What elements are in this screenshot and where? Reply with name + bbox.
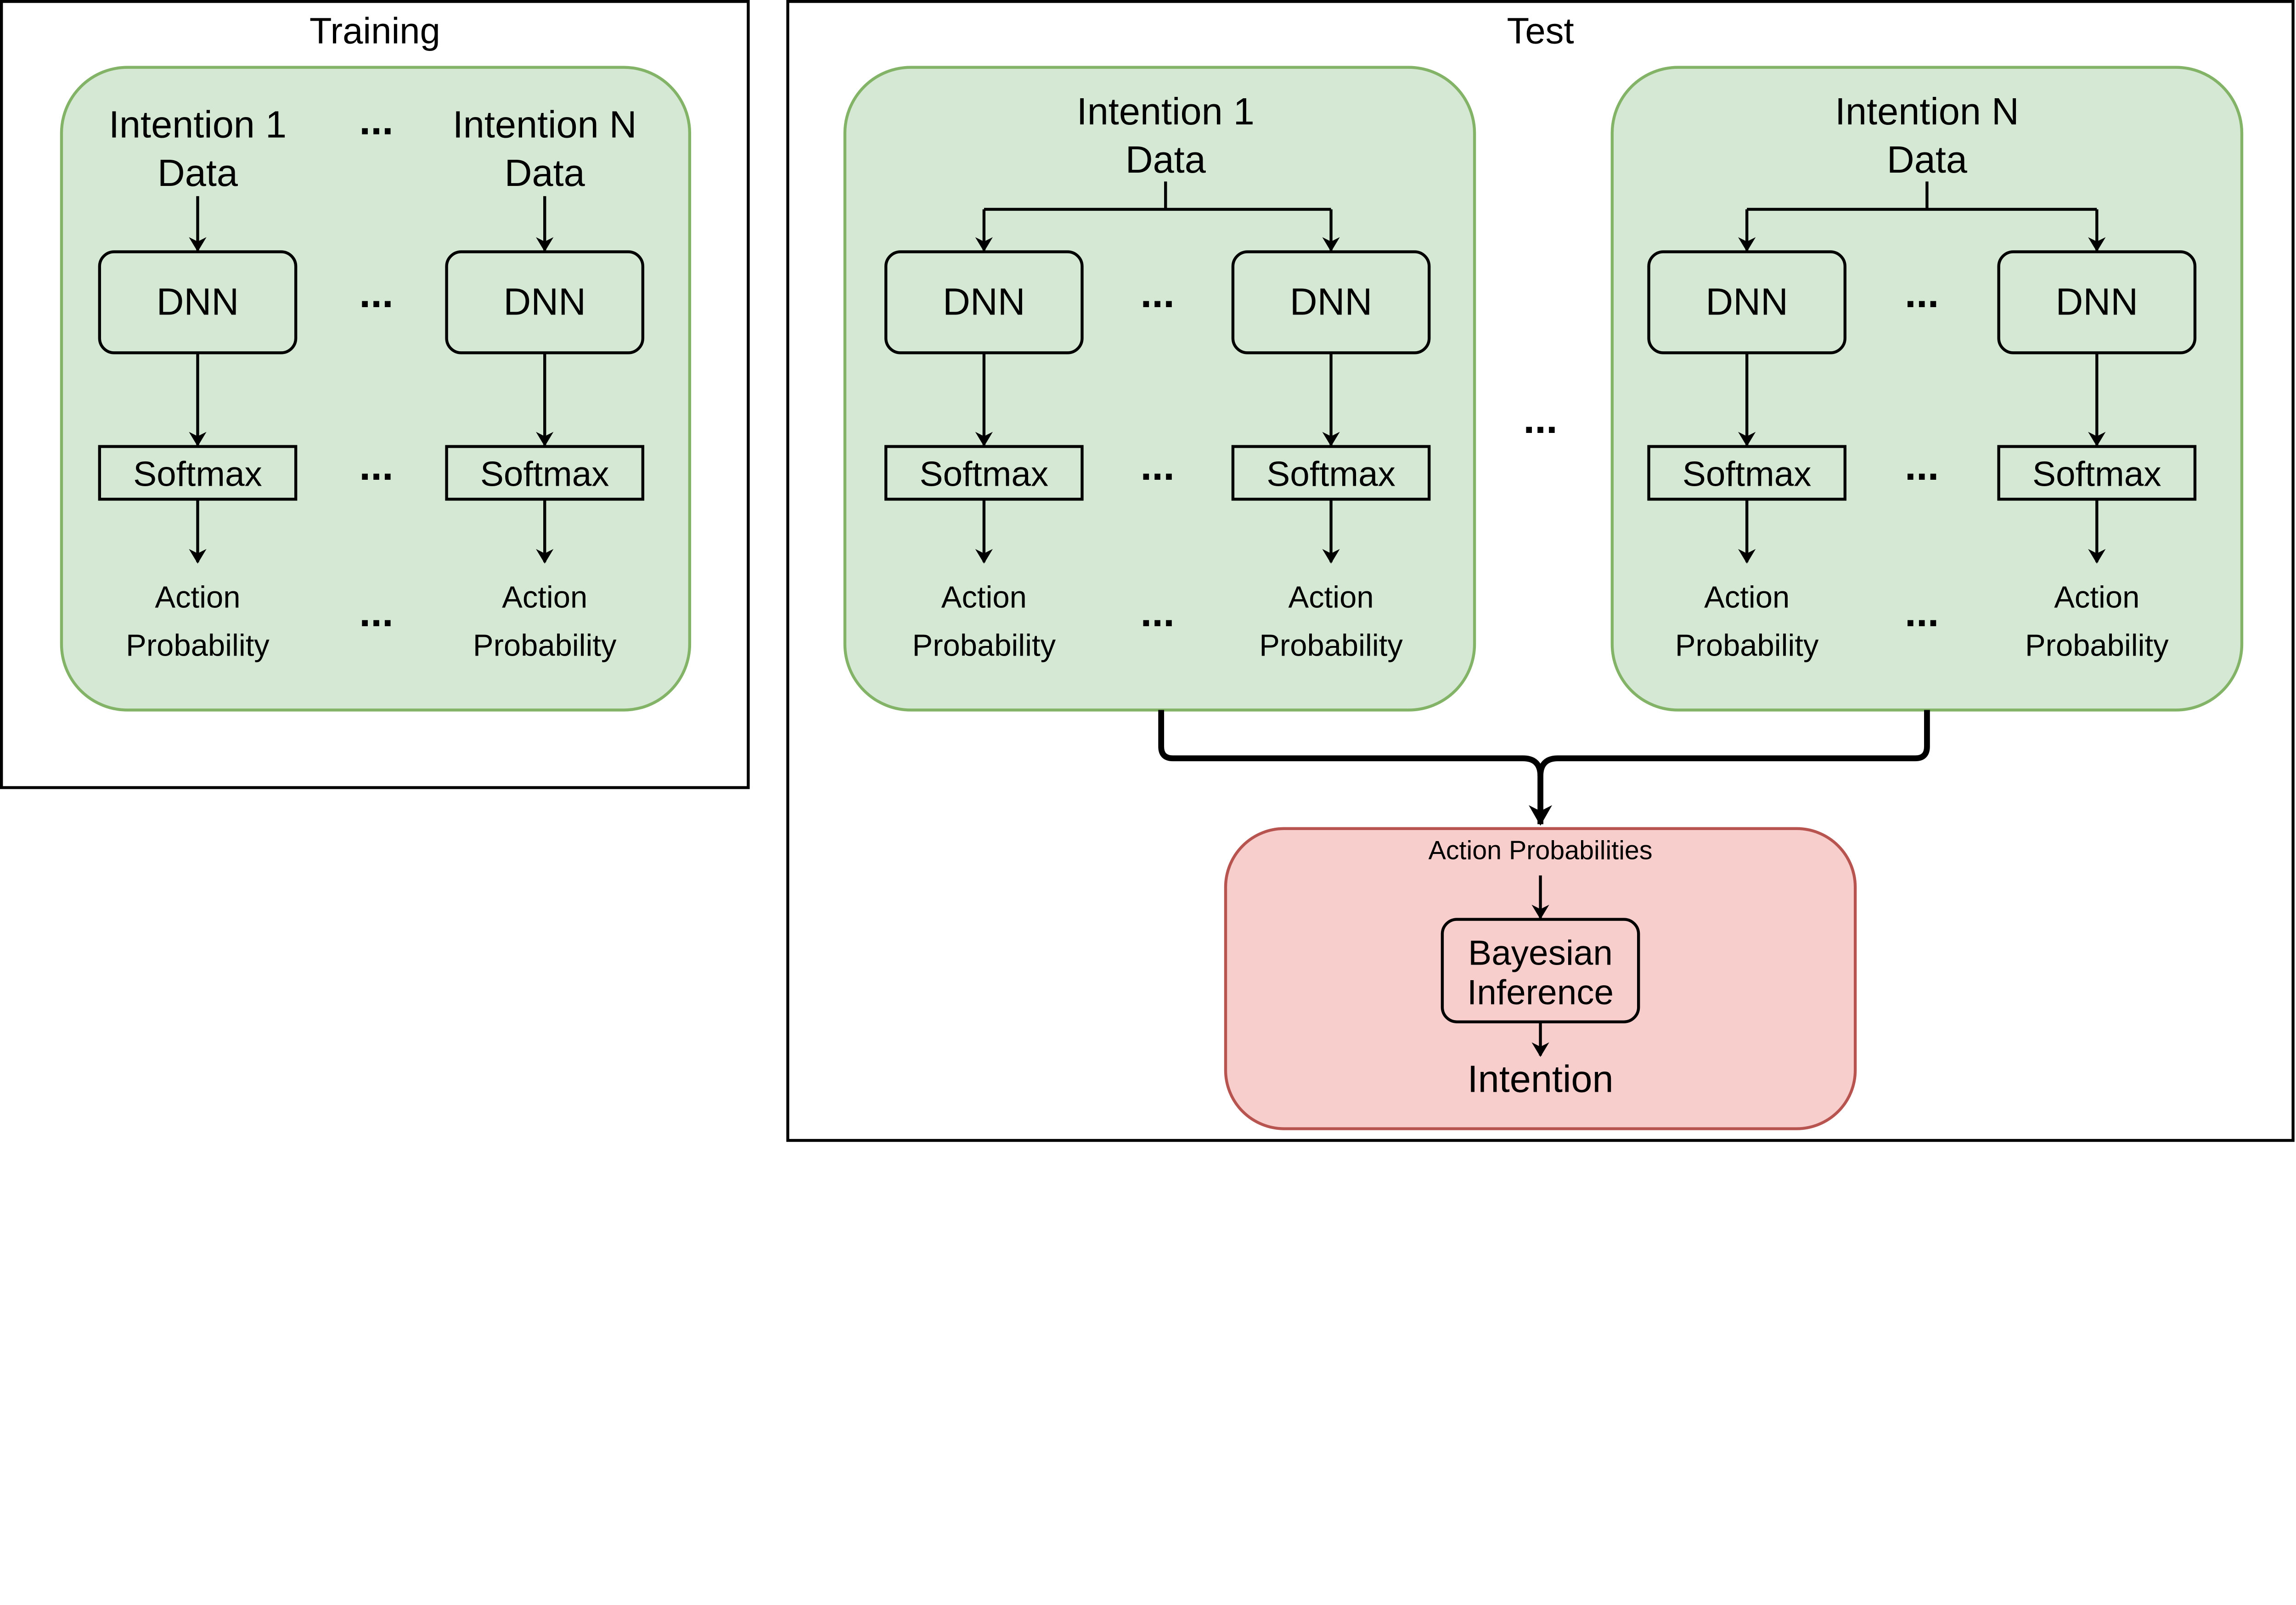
data-label: Data [158, 152, 238, 194]
branch-connector [1747, 181, 2097, 211]
intention-output-label: Intention [1468, 1058, 1614, 1100]
softmax-label: Softmax [1683, 455, 1812, 494]
ellipsis: ... [1141, 443, 1175, 488]
action-probability-label: Probability [912, 629, 1056, 663]
dnn-label: DNN [1290, 280, 1373, 323]
softmax-box [1647, 445, 1847, 501]
ellipsis: ... [359, 443, 393, 488]
softmax-label: Softmax [133, 455, 262, 494]
test-title: Test [1507, 10, 1574, 51]
action-probability-label: Action [941, 580, 1027, 615]
action-probability-label: Action [2054, 580, 2139, 615]
action-probability-label: Action [1704, 580, 1790, 615]
group-ellipsis: ... [1523, 396, 1557, 442]
ellipsis: ... [1905, 589, 1939, 635]
action-probability-label: Probability [2025, 629, 2169, 663]
ellipsis: ... [1905, 270, 1939, 316]
softmax-box [1231, 445, 1431, 501]
data-label: Data [1125, 138, 1206, 181]
branch-connector [984, 181, 1331, 211]
merge-connector-right [1537, 710, 1930, 776]
softmax-label: Softmax [2032, 455, 2161, 494]
dnn-label: DNN [503, 280, 586, 323]
softmax-label: Softmax [1266, 455, 1396, 494]
action-probabilities-label: Action Probabilities [1429, 836, 1653, 865]
training-group [60, 66, 692, 712]
softmax-label: Softmax [920, 455, 1049, 494]
ellipsis: ... [359, 270, 393, 316]
softmax-box [884, 445, 1084, 501]
bayesian-label: Bayesian [1468, 933, 1613, 972]
softmax-box [98, 445, 298, 501]
data-label: Data [1887, 138, 1968, 181]
softmax-box [1997, 445, 2197, 501]
softmax-box [445, 445, 645, 501]
ellipsis: ... [359, 97, 393, 143]
dnn-label: DNN [157, 280, 239, 323]
dnn-label: DNN [2056, 280, 2138, 323]
action-probability-label: Action [502, 580, 587, 615]
intention-label: Intention N [453, 103, 637, 146]
dnn-label: DNN [943, 280, 1025, 323]
action-probability-label: Action [1289, 580, 1374, 615]
training-title: Training [310, 10, 440, 51]
ellipsis: ... [1141, 270, 1175, 316]
ellipsis: ... [359, 589, 393, 635]
data-label: Data [505, 152, 585, 194]
dnn-label: DNN [1705, 280, 1788, 323]
inference-label: Inference [1467, 973, 1614, 1012]
action-probability-label: Probability [126, 629, 270, 663]
action-probability-label: Probability [473, 629, 617, 663]
intention-label: Intention N [1835, 90, 2019, 133]
action-probability-label: Probability [1675, 629, 1819, 663]
softmax-label: Softmax [480, 455, 609, 494]
intention-label: Intention 1 [1077, 90, 1255, 133]
inference-group: Action ProbabilitiesBayesianInferenceInt… [1224, 827, 1857, 1130]
ellipsis: ... [1141, 589, 1175, 635]
inference-group-box [1224, 827, 1857, 1130]
action-probability-label: Probability [1259, 629, 1403, 663]
action-probability-label: Action [155, 580, 240, 615]
intention-label: Intention 1 [109, 103, 287, 146]
ellipsis: ... [1905, 443, 1939, 488]
